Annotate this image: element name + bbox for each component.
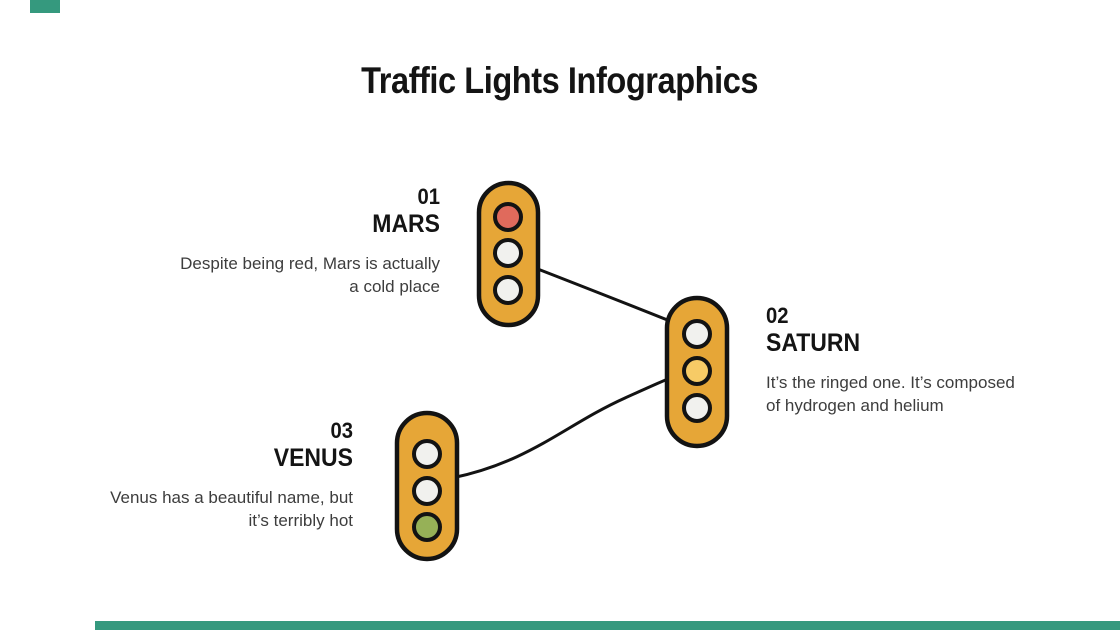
item-description: Venus has a beautiful name, but it’s ter… (13, 486, 353, 532)
description-line: Venus has a beautiful name, but (110, 488, 353, 507)
item-number: 03 (330, 418, 353, 443)
venus-top-light (412, 439, 442, 469)
item-mars: 01 MARS Despite being red, Mars is actua… (100, 184, 440, 298)
mars-bottom-light (493, 275, 523, 305)
item-saturn: 02 SATURN It’s the ringed one. It’s comp… (766, 303, 1076, 417)
page-title: Traffic Lights Infographics (0, 60, 1120, 102)
description-line: It’s the ringed one. It’s composed (766, 373, 1015, 392)
description-line: Despite being red, Mars is actually (180, 254, 440, 273)
item-title: VENUS (273, 444, 353, 472)
accent-tab-decoration (30, 0, 60, 13)
accent-bar-decoration (95, 621, 1120, 630)
item-title: SATURN (766, 329, 861, 357)
mars-red-light (493, 202, 523, 232)
venus-green-light (412, 512, 442, 542)
description-line: of hydrogen and helium (766, 396, 944, 415)
item-description: It’s the ringed one. It’s composed of hy… (766, 371, 1076, 417)
description-line: it’s terribly hot (248, 511, 353, 530)
description-line: a cold place (349, 277, 440, 296)
item-venus: 03 VENUS Venus has a beautiful name, but… (13, 418, 353, 532)
saturn-yellow-light (682, 356, 712, 386)
item-description: Despite being red, Mars is actually a co… (100, 252, 440, 298)
traffic-light-venus (394, 410, 460, 562)
saturn-bottom-light (682, 393, 712, 423)
traffic-light-saturn (664, 295, 730, 449)
item-number: 02 (766, 303, 789, 328)
mars-middle-light (493, 238, 523, 268)
venus-middle-light (412, 476, 442, 506)
saturn-top-light (682, 319, 712, 349)
page-title-text: Traffic Lights Infographics (361, 60, 759, 101)
item-number: 01 (417, 184, 440, 209)
item-title: MARS (372, 210, 440, 238)
traffic-light-mars (476, 180, 541, 328)
